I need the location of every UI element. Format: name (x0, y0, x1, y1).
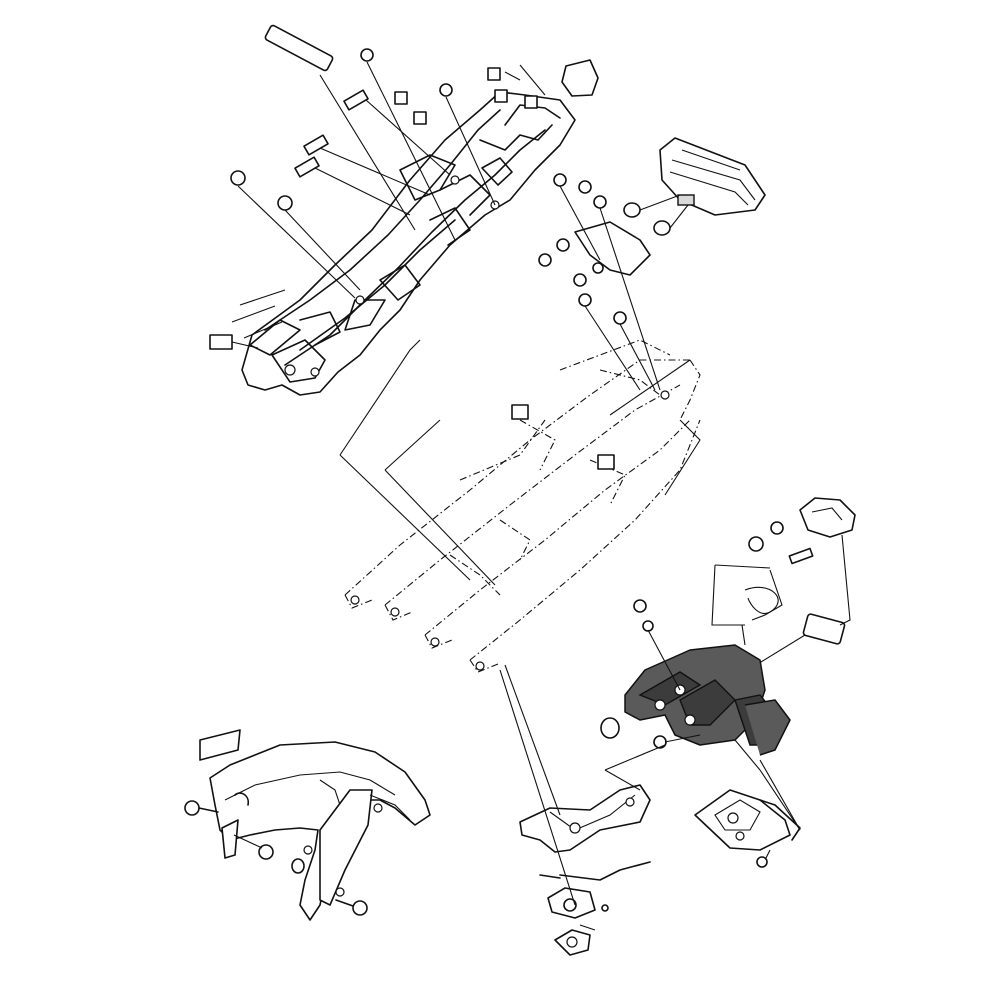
license-bracket-group (694, 769, 801, 868)
bolt-icon (258, 844, 274, 860)
license-bracket-icon (694, 789, 791, 851)
mount-hole (310, 367, 320, 377)
bolt-icon (439, 83, 453, 97)
license-light-icon (802, 613, 846, 645)
nut-clip-icon (524, 95, 538, 109)
frame-pivot-hole (390, 607, 400, 617)
mount-hole (355, 295, 365, 305)
rear-subframe-group (209, 24, 599, 396)
frame-tab-icon (511, 404, 529, 420)
grommet-icon (770, 521, 784, 535)
fender-bushing-icon (600, 717, 620, 739)
grommet-icon (748, 536, 764, 552)
tail-light-group (538, 137, 766, 391)
fender-mount-hole (684, 714, 696, 726)
bolt-icon (633, 599, 647, 613)
rubber-pad-icon (294, 156, 320, 178)
bolt-icon (593, 195, 607, 209)
nut-icon (653, 735, 667, 749)
nut-icon (578, 293, 592, 307)
frame-pivot-hole (350, 595, 360, 605)
nut-clip-icon (487, 67, 501, 81)
clip-icon (209, 334, 233, 350)
nut-clip-icon (413, 111, 427, 125)
tail-light-icon (659, 137, 766, 216)
bolt-icon (277, 195, 293, 211)
grab-strap-icon (264, 24, 334, 72)
frame-pivot-hole (430, 637, 440, 647)
nut-icon (592, 262, 604, 274)
bolt-icon (578, 180, 592, 194)
footrest-bracket-group (499, 664, 801, 956)
grommet-icon (623, 202, 641, 218)
main-frame-group (339, 339, 701, 673)
bulb-socket-icon (788, 547, 814, 565)
fender-decal-icon (199, 729, 241, 761)
rubber-pad-icon (303, 134, 329, 156)
tail-bracket-icon (574, 221, 651, 276)
collar-icon (291, 858, 305, 874)
rubber-pad-icon (343, 89, 369, 111)
bolt-icon (230, 170, 246, 186)
bolt-icon (556, 238, 570, 252)
turn-signal-lens-icon (799, 497, 856, 538)
rear-fender-group (600, 599, 791, 771)
frame-pivot-hole (475, 661, 485, 671)
bolt-icon (553, 173, 567, 187)
fender-mount-hole (373, 803, 383, 813)
bracket-hole (735, 831, 745, 841)
frame-tab-icon (597, 454, 615, 470)
bolt-icon (352, 900, 368, 916)
mount-hole (284, 364, 296, 376)
seat-lock-icon (561, 59, 599, 97)
nut-icon (642, 620, 654, 632)
nut-icon (613, 311, 627, 325)
nut-clip-icon (394, 91, 408, 105)
bracket-hole (727, 812, 739, 824)
lock-cylinder-icon (563, 898, 577, 912)
turn-signal-group (711, 497, 856, 671)
front-fender-group (184, 729, 431, 921)
fender-mount-hole (303, 845, 313, 855)
nut-clip-icon (494, 89, 508, 103)
connector-icon (677, 194, 695, 206)
fender-mount-hole (654, 699, 666, 711)
bracket-hole (569, 822, 581, 834)
screw-icon (756, 856, 768, 868)
bolt-icon (360, 48, 374, 62)
frame-pivot-hole (660, 390, 670, 400)
bolt-icon (573, 273, 587, 287)
lock-hole (566, 936, 578, 948)
spring-icon (601, 904, 609, 912)
mount-hole (450, 175, 460, 185)
bolt-icon (184, 800, 200, 816)
fender-stay-icon (221, 819, 239, 859)
bracket-hole (625, 797, 635, 807)
fender-mount-hole (335, 887, 345, 897)
bolt-icon (538, 253, 552, 267)
grommet-icon (653, 220, 671, 236)
